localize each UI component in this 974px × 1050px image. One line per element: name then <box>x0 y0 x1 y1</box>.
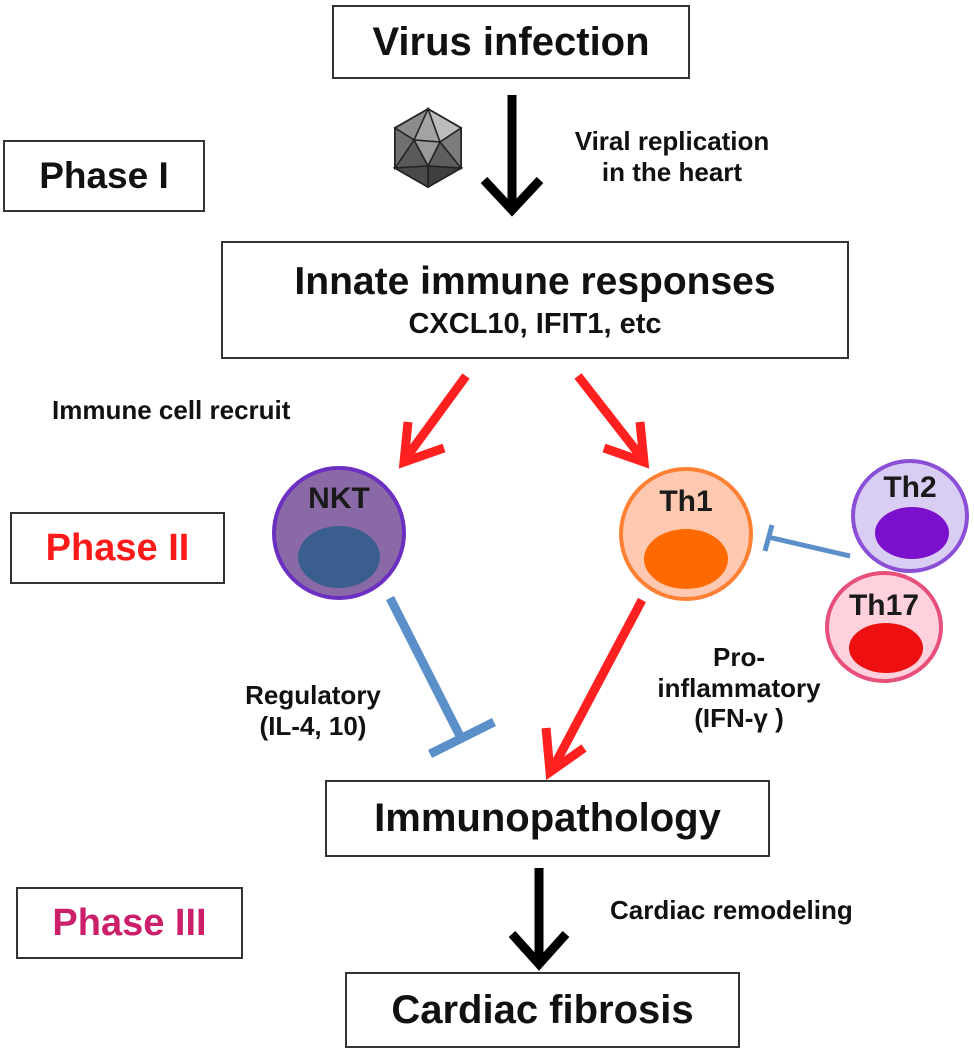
cell-th1-nucleus <box>644 529 728 589</box>
virus-icosahedron-icon <box>392 107 464 189</box>
cell-th2: Th2 <box>851 459 969 573</box>
node-virus-infection-label: Virus infection <box>372 19 650 64</box>
phase-1-label-box: Phase I <box>3 140 205 212</box>
edge-label-viral-replication: Viral replication in the heart <box>538 126 806 187</box>
phase-3-label: Phase III <box>52 901 207 944</box>
cell-nkt: NKT <box>272 466 406 600</box>
edge-label-regulatory-line1: Regulatory <box>245 680 381 710</box>
flow-arrow-infection-to-innate <box>480 95 544 217</box>
node-innate-title: Innate immune responses <box>294 259 776 303</box>
edge-label-viral-replication-line2: in the heart <box>601 156 743 187</box>
flow-arrow-immunopathology-to-fibrosis <box>508 868 570 971</box>
edge-label-proinflammatory-line3: (IFN-γ ) <box>694 703 784 734</box>
node-immunopathology: Immunopathology <box>325 780 770 857</box>
edge-label-proinflammatory-line1: Pro- <box>713 642 765 672</box>
activation-arrow-innate-to-th1 <box>574 373 650 469</box>
phase-1-label: Phase I <box>39 155 169 196</box>
inhibition-th2-th17-to-th1 <box>762 524 851 559</box>
node-virus-infection: Virus infection <box>332 5 690 79</box>
edge-label-regulatory-line2: (IL-4, 10) <box>259 710 367 741</box>
cell-nkt-nucleus <box>298 526 380 588</box>
cell-th17-label: Th17 <box>848 589 920 622</box>
inhibition-nkt-to-immunopathology <box>385 595 497 759</box>
node-innate-subtitle: CXCL10, IFIT1, etc <box>408 307 662 340</box>
cell-nkt-label: NKT <box>308 482 370 515</box>
phase-3-label-box: Phase III <box>16 887 243 959</box>
edge-label-immune-cell-recruit-text: Immune cell recruit <box>52 395 291 425</box>
edge-label-cardiac-remodeling-text: Cardiac remodeling <box>610 895 853 925</box>
cell-th17-nucleus <box>849 623 923 673</box>
cell-th1-label: Th1 <box>659 485 713 518</box>
phase-2-label-box: Phase II <box>10 512 225 584</box>
edge-label-cardiac-remodeling: Cardiac remodeling <box>610 895 930 926</box>
activation-arrow-innate-to-nkt <box>398 373 470 469</box>
edge-label-immune-cell-recruit: Immune cell recruit <box>52 395 382 426</box>
node-cardiac-fibrosis-label: Cardiac fibrosis <box>391 987 694 1032</box>
phase-2-label: Phase II <box>45 526 190 569</box>
edge-label-regulatory: Regulatory (IL-4, 10) <box>218 680 408 741</box>
cell-th1: Th1 <box>619 467 753 601</box>
activation-arrow-th1-to-immunopathology <box>541 597 646 781</box>
edge-label-proinflammatory: Pro- inflammatory (IFN-γ ) <box>630 642 848 734</box>
cell-th2-nucleus <box>875 507 949 559</box>
node-cardiac-fibrosis: Cardiac fibrosis <box>345 972 740 1048</box>
edge-label-viral-replication-line1: Viral replication <box>574 126 770 156</box>
node-innate-immune-responses: Innate immune responses CXCL10, IFIT1, e… <box>221 241 849 359</box>
cell-th2-label: Th2 <box>883 471 937 504</box>
edge-label-proinflammatory-line2: inflammatory <box>657 672 821 703</box>
node-immunopathology-label: Immunopathology <box>374 796 721 840</box>
cell-th17: Th17 <box>825 571 943 683</box>
